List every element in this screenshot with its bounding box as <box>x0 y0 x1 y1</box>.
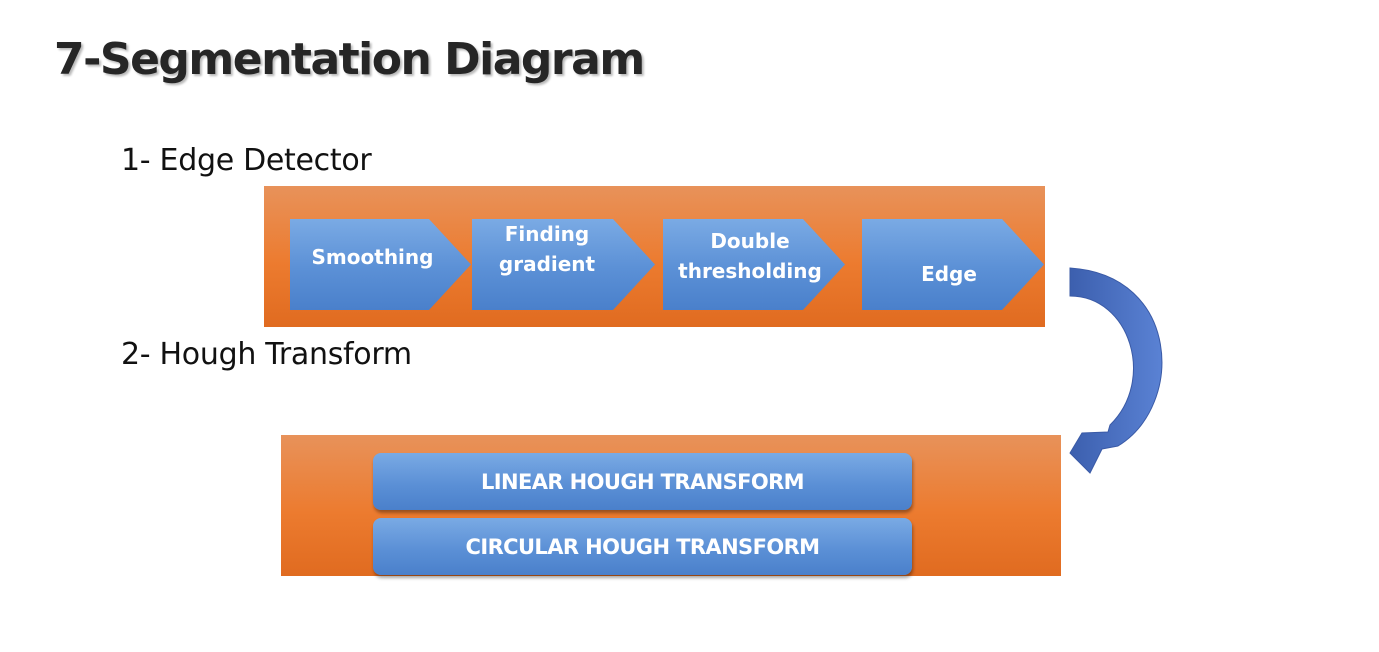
step-smoothing-label: Smoothing <box>290 242 455 272</box>
step-smoothing-text: Smoothing <box>311 245 434 269</box>
curved-arrow-shape <box>1069 267 1163 474</box>
step-double-thresholding-line2: thresholding <box>678 259 822 283</box>
hough-transform-heading: 2- Hough Transform <box>121 337 412 372</box>
step-smoothing: Smoothing <box>290 219 471 310</box>
step-edge: Edge <box>862 219 1044 310</box>
step-finding-gradient-label: Finding gradient <box>472 219 622 279</box>
linear-hough-transform-label: LINEAR HOUGH TRANSFORM <box>481 469 805 494</box>
step-double-thresholding: Double thresholding <box>663 219 845 310</box>
linear-hough-transform-box: LINEAR HOUGH TRANSFORM <box>373 453 912 510</box>
edge-detector-heading: 1- Edge Detector <box>121 143 372 178</box>
circular-hough-transform-box: CIRCULAR HOUGH TRANSFORM <box>373 518 912 575</box>
step-double-thresholding-label: Double thresholding <box>663 226 837 286</box>
step-edge-label: Edge <box>862 259 1036 289</box>
step-double-thresholding-line1: Double <box>710 229 790 253</box>
curved-arrow-icon <box>1069 267 1163 474</box>
step-finding-gradient-line1: Finding <box>504 222 590 246</box>
step-finding-gradient: Finding gradient <box>472 219 655 310</box>
slide-title: 7-Segmentation Diagram <box>54 34 645 85</box>
step-edge-text: Edge <box>921 262 977 286</box>
circular-hough-transform-label: CIRCULAR HOUGH TRANSFORM <box>465 534 820 559</box>
step-finding-gradient-line2: gradient <box>498 252 596 276</box>
